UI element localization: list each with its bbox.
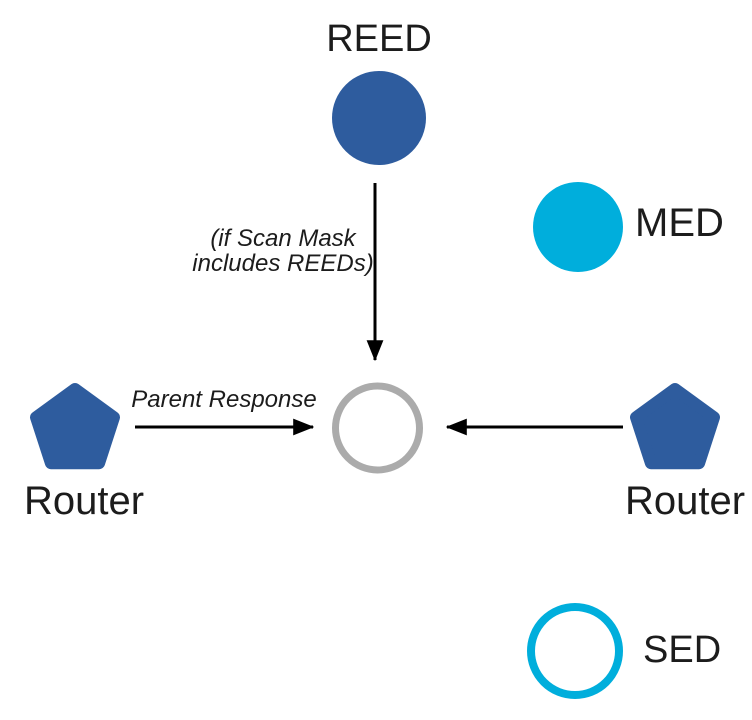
router-right-pentagon	[630, 383, 720, 470]
router-left-node-label: Router	[23, 479, 145, 523]
reed-node-circle	[332, 71, 426, 165]
router-right-node-label: Router	[624, 479, 746, 523]
sed-node-label: SED	[643, 629, 722, 671]
router-left-pentagon	[30, 383, 120, 470]
scan-mask-note-label: (if Scan Mask includes REEDs)	[192, 225, 374, 277]
parent-response-label: Parent Response	[131, 386, 317, 413]
center-node-circle	[332, 382, 423, 474]
sed-node-circle	[527, 603, 623, 699]
med-node-circle	[533, 182, 623, 272]
reed-node-label: REED	[326, 18, 432, 60]
med-node-label: MED	[635, 201, 724, 245]
